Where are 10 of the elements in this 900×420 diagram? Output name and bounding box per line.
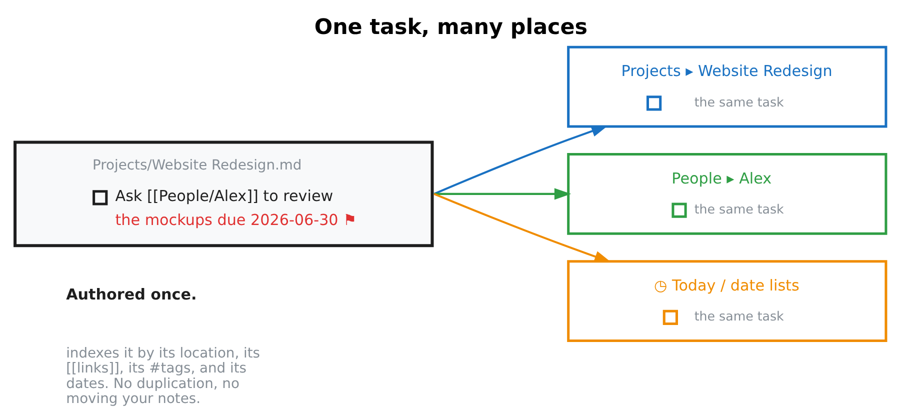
arrow [433, 193, 611, 262]
arrow [433, 126, 608, 195]
diagram-title: One task, many places [314, 14, 587, 40]
node-box: Projects/Website Redesign.md Ask [[People/Alex]] to review the mockups due 2026-06-30 ⚑ [13, 140, 434, 248]
label: Authored once. [66, 285, 196, 304]
arrow [434, 188, 571, 200]
node-box: People ▸ Alex the same task [566, 152, 887, 235]
node-box: Projects ▸ Website Redesign the same task [566, 46, 887, 128]
node-box: ◷ Today / date lists the same task [566, 260, 887, 342]
label: indexes it by its location, its [[links]], its #tags, and its dates. No duplication, no moving your notes. [66, 346, 260, 407]
